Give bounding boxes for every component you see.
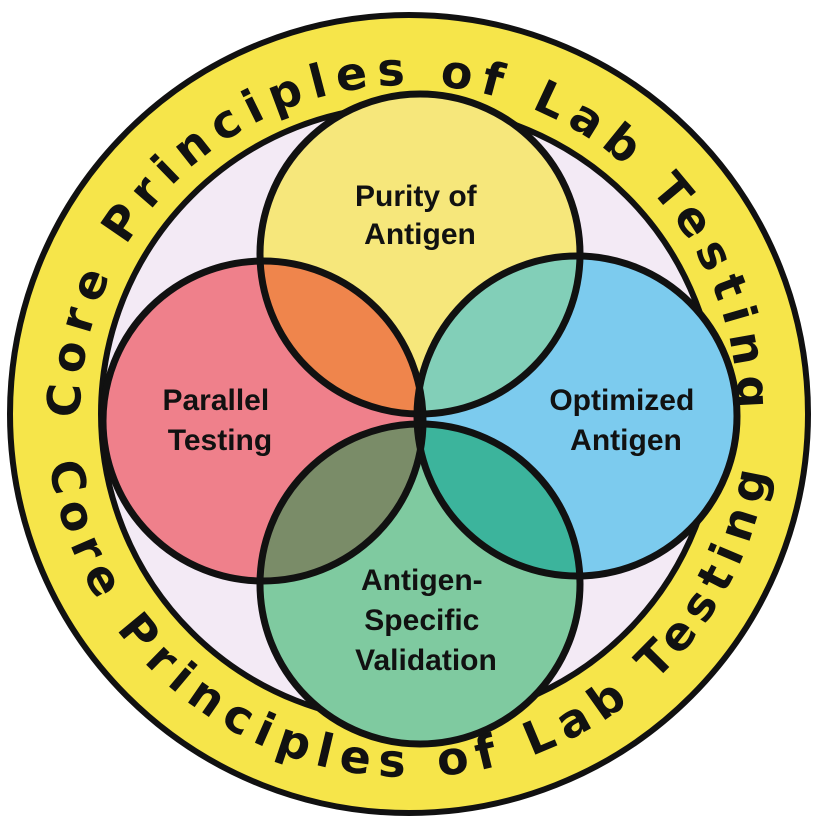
- overlap-bottom-right: [417, 424, 580, 576]
- venn-outlines: [99, 90, 741, 748]
- overlap-top-left: [260, 261, 423, 414]
- venn-overlaps: [260, 256, 580, 581]
- label-optimized-antigen: Optimized Antigen: [549, 384, 702, 457]
- label-parallel-testing: Parallel Testing: [162, 384, 277, 457]
- petal-bottom-outline: [256, 420, 584, 748]
- overlap-bottom-left: [260, 424, 423, 581]
- overlap-top-right: [417, 256, 580, 414]
- label-purity-of-antigen: Purity of Antigen: [355, 180, 485, 251]
- label-antigen-specific-validation: Antigen- Specific Validation: [355, 564, 497, 677]
